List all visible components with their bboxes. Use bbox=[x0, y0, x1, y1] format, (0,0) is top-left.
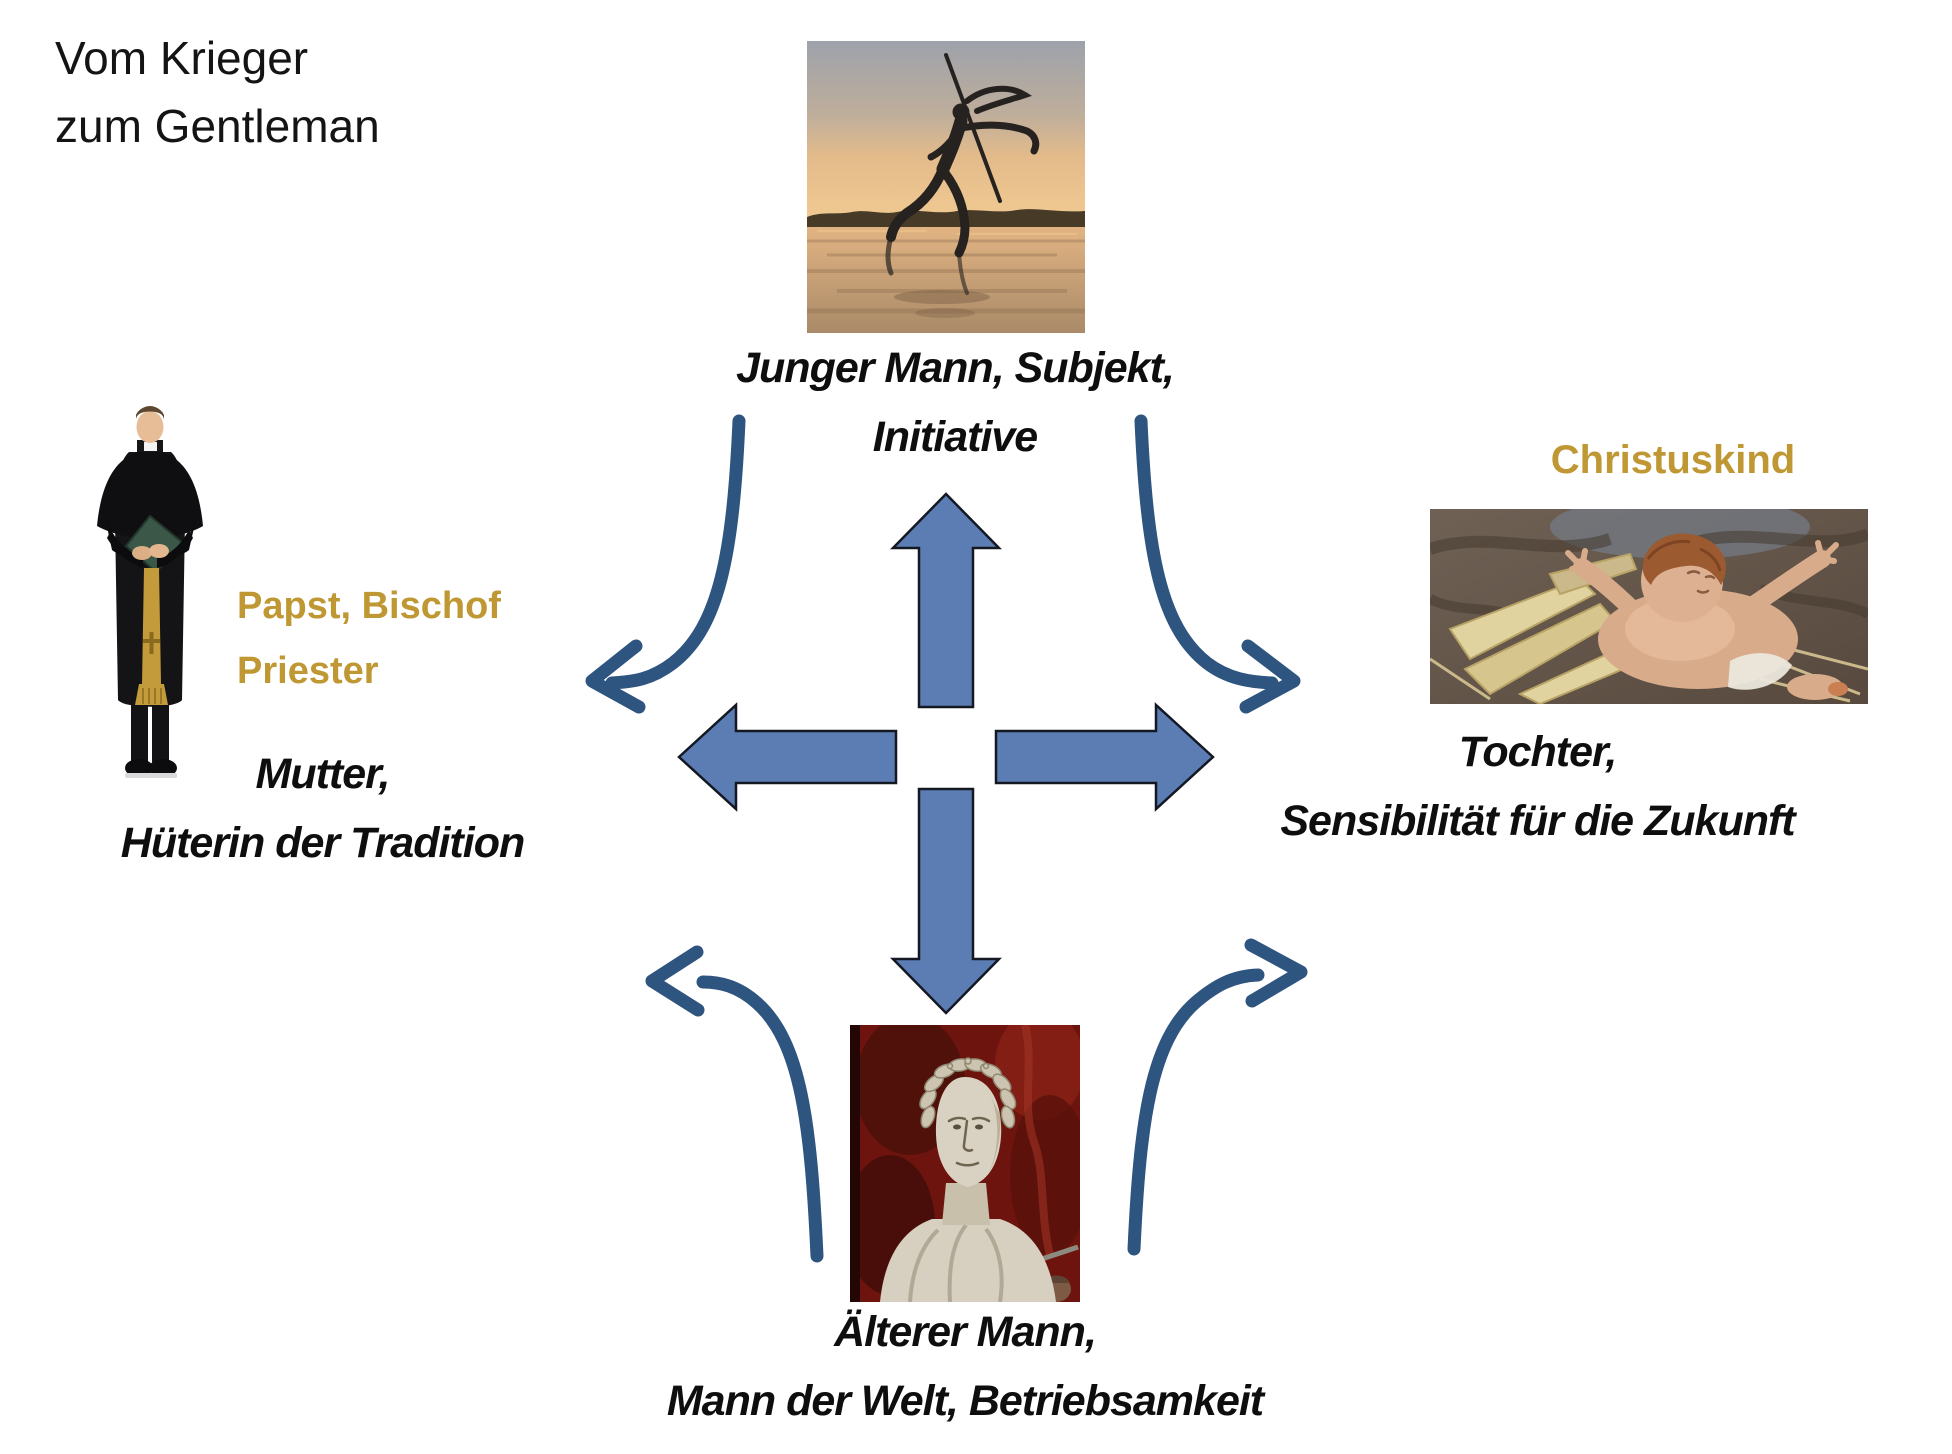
young-man-caption-line-2: Initiative bbox=[872, 413, 1038, 461]
young-man-caption: Junger Mann, Subjekt, Initiative bbox=[600, 334, 1310, 472]
cross-arrow-left bbox=[677, 702, 898, 812]
dancer-figure bbox=[885, 53, 1040, 295]
older-man-caption: Älterer Mann, Mann der Welt, Betriebsamk… bbox=[540, 1298, 1390, 1436]
pope-bishop-label-line-2: Priester bbox=[237, 650, 379, 692]
connector-bottom-to-right-arrowhead-icon bbox=[1244, 938, 1308, 1008]
water-highlights bbox=[817, 230, 1077, 235]
connector-top-to-right-arrowhead-icon bbox=[1239, 639, 1301, 714]
cross-arrow-up bbox=[890, 492, 1002, 709]
laurel-wreath bbox=[919, 1057, 1017, 1129]
daughter-caption-line-1: Tochter, bbox=[1458, 728, 1618, 776]
priest-image-art bbox=[85, 400, 215, 795]
caesar-face-features bbox=[947, 1116, 991, 1167]
cross-arrow-down bbox=[890, 787, 1002, 1015]
christ-child-image-art bbox=[1430, 509, 1868, 704]
pope-bishop-label-line-1: Papst, Bischof bbox=[237, 585, 501, 627]
young-man-image bbox=[807, 41, 1085, 333]
slide-title-line-2: zum Gentleman bbox=[55, 100, 380, 152]
figure-reflection bbox=[894, 290, 990, 304]
sunset-sky bbox=[807, 41, 1085, 227]
older-man-caption-line-1: Älterer Mann, bbox=[834, 1308, 1097, 1356]
connector-top-to-left-arrowhead-icon bbox=[585, 639, 646, 714]
connector-bottom-to-left bbox=[696, 975, 824, 1263]
cross-arrow-right bbox=[994, 702, 1215, 812]
mother-caption-line-1: Mutter, bbox=[255, 750, 391, 798]
water-ripples bbox=[807, 239, 1085, 314]
priest-face bbox=[136, 411, 164, 443]
older-man-image bbox=[850, 1025, 1080, 1302]
young-man-image-art bbox=[807, 41, 1085, 333]
mother-caption-line-2: Hüterin der Tradition bbox=[120, 819, 525, 867]
priest-image bbox=[85, 400, 215, 795]
christ-child-label: Christuskind bbox=[1550, 438, 1796, 482]
mother-caption: Mutter, Hüterin der Tradition bbox=[30, 740, 615, 878]
daughter-caption: Tochter, Sensibilität für die Zukunft bbox=[1250, 718, 1825, 856]
white-cloth bbox=[1728, 653, 1792, 690]
caesar-bust bbox=[880, 1057, 1079, 1302]
connector-bottom-to-right bbox=[1127, 968, 1265, 1256]
treeline bbox=[807, 209, 1085, 227]
water bbox=[807, 227, 1085, 333]
young-man-caption-line-1: Junger Mann, Subjekt, bbox=[736, 344, 1175, 392]
older-man-image-art bbox=[850, 1025, 1080, 1302]
caesar-face bbox=[935, 1077, 1002, 1187]
older-man-caption-line-2: Mann der Welt, Betriebsamkeit bbox=[666, 1377, 1264, 1425]
priest-figure bbox=[97, 406, 203, 778]
pope-bishop-priest-label: Papst, Bischof Priester bbox=[237, 574, 501, 704]
slide-title: Vom Krieger zum Gentleman bbox=[55, 24, 380, 160]
slide-title-line-1: Vom Krieger bbox=[55, 32, 309, 84]
christ-child-figure bbox=[1565, 533, 1848, 700]
daughter-caption-line-2: Sensibilität für die Zukunft bbox=[1280, 797, 1795, 845]
christ-child-image bbox=[1430, 509, 1868, 704]
gold-stole bbox=[142, 568, 161, 684]
connector-bottom-to-left-arrowhead-icon bbox=[645, 945, 705, 1017]
